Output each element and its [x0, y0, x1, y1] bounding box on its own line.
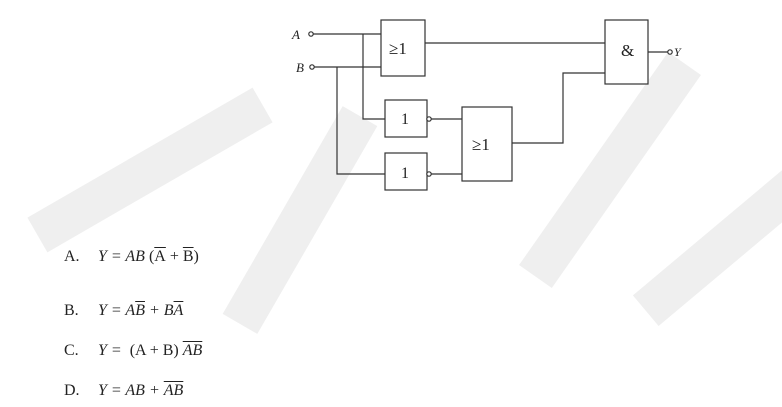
and-gate-label: &	[621, 41, 634, 60]
option-letter: C.	[64, 342, 79, 359]
input-a-terminal	[308, 31, 314, 37]
output-y-label: Y	[674, 45, 682, 59]
input-b-label: B	[296, 60, 304, 75]
not-gate-2	[384, 152, 428, 191]
input-a-label: A	[291, 27, 300, 42]
not-gate-1	[384, 99, 428, 138]
output-y-terminal	[667, 49, 673, 55]
not-gate-2-label: 1	[401, 165, 409, 182]
option-c[interactable]: C. Y = (A + B) AB	[64, 342, 203, 359]
or-gate-1-label: ≥1	[389, 39, 407, 58]
or-gate-2-label: ≥1	[472, 135, 490, 154]
not-bubble-1	[426, 116, 432, 122]
not-bubble-2	[426, 171, 432, 177]
option-a[interactable]: A. Y = AB (A + B)	[64, 248, 199, 265]
option-letter: D.	[64, 382, 80, 399]
not-gate-1-label: 1	[401, 111, 409, 128]
option-letter: B.	[64, 302, 79, 319]
or-gate-1	[380, 19, 426, 77]
or-gate-2	[461, 106, 513, 182]
option-letter: A.	[64, 248, 80, 265]
input-b-terminal	[309, 64, 315, 70]
